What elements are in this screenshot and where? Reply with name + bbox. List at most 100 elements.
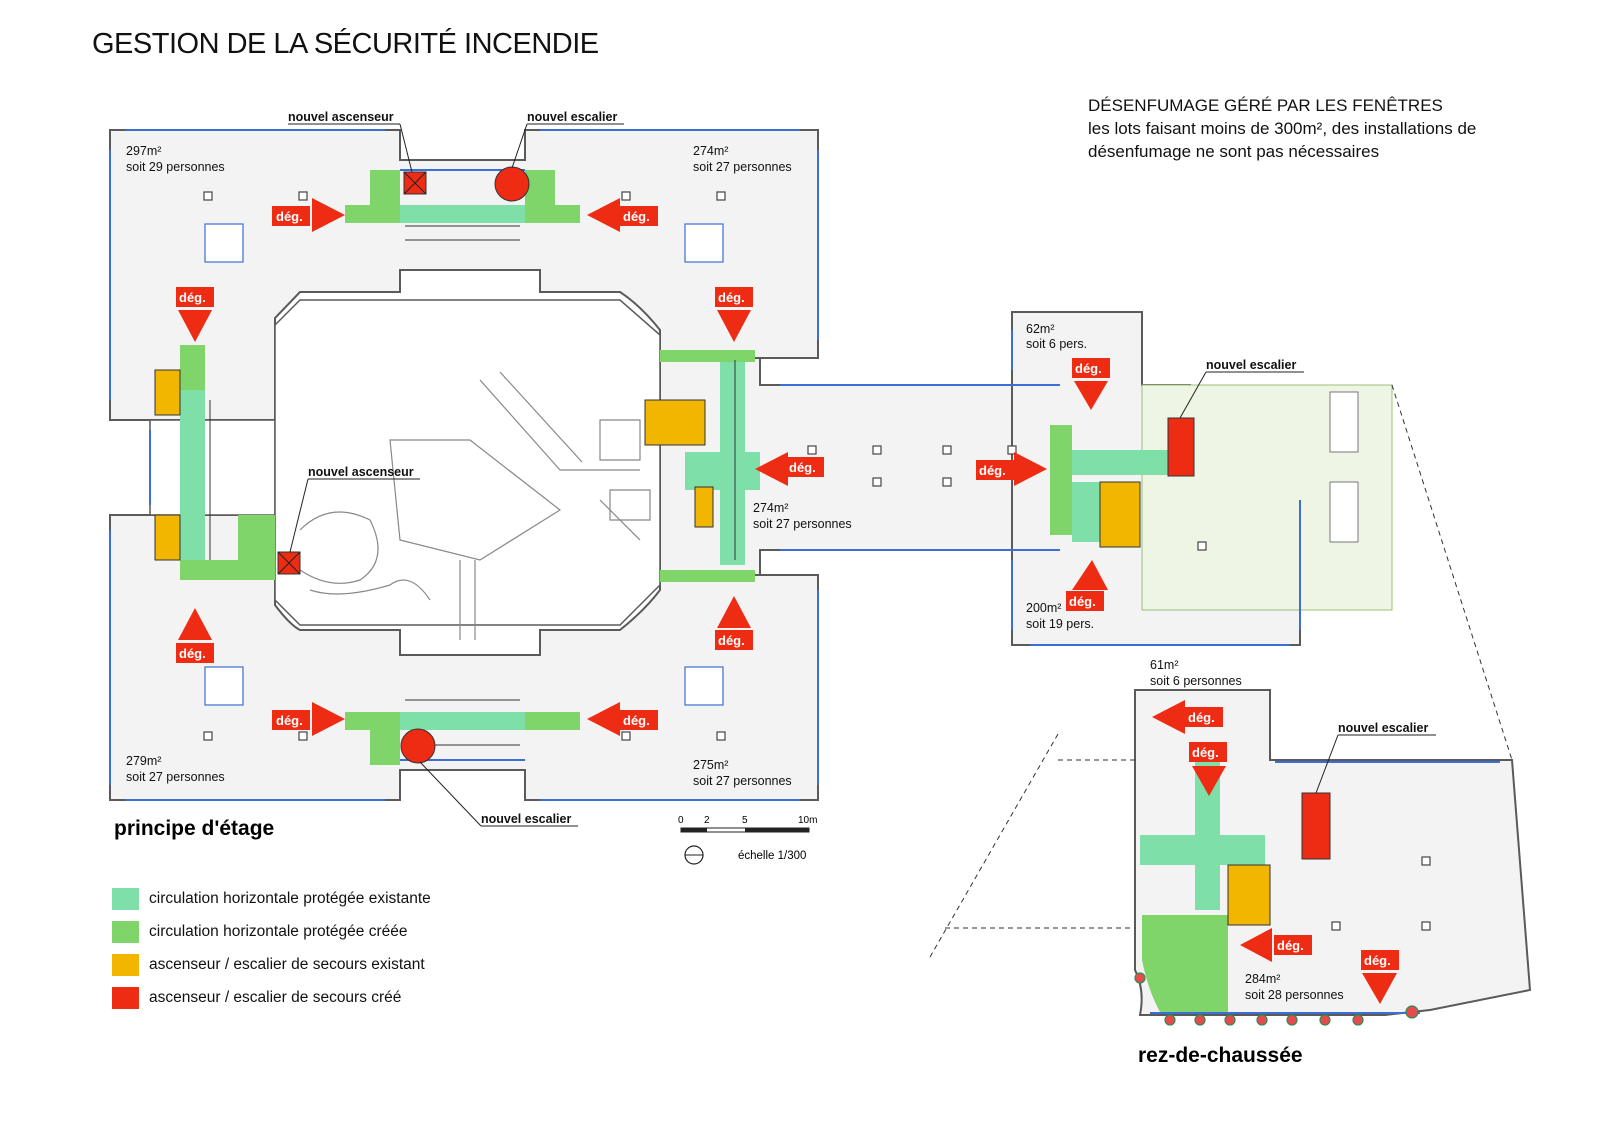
- columns: [203, 191, 1207, 741]
- deg-marker-3: dég.: [176, 287, 214, 342]
- people-label-nw: soit 29 personnes: [126, 160, 225, 174]
- deg-label-1: dég.: [276, 209, 303, 224]
- ground-created-circulation: [1142, 915, 1228, 1012]
- deg-marker-8: dég.: [1066, 560, 1108, 611]
- new-elevator-leader-mid: [289, 478, 309, 553]
- scale-tick-0: 0: [678, 815, 684, 826]
- planters: [1134, 972, 1419, 1026]
- windows: [109, 129, 1301, 801]
- upper-floor-title: principe d'étage: [114, 817, 274, 840]
- deg-label-16: dég.: [1364, 953, 1391, 968]
- scale-tick-10: 10m: [798, 815, 817, 826]
- new-stair-label-bottom: nouvel escalier: [481, 812, 571, 826]
- deg-label-10: dég.: [718, 633, 745, 648]
- scale-label: échelle 1/300: [738, 850, 806, 862]
- ground-existing-stair: [1227, 864, 1271, 926]
- note-line-1: DÉSENFUMAGE GÉRÉ PAR LES FENÊTRES: [1088, 96, 1443, 115]
- deg-marker-10: dég.: [715, 596, 753, 650]
- perspective-line-1: [929, 733, 1059, 958]
- people-label-east-large: soit 19 pers.: [1026, 617, 1094, 631]
- area-label-center: 274m²: [753, 501, 788, 515]
- note-line-2: les lots faisant moins de 300m², des ins…: [1088, 119, 1477, 138]
- people-label-rdc-small: soit 6 personnes: [1150, 674, 1242, 688]
- deg-marker-9: dég.: [176, 608, 214, 663]
- legend-label: ascenseur / escalier de secours créé: [149, 988, 402, 1006]
- ground-windows: [1150, 761, 1500, 1014]
- ground-existing-circulation: [1140, 760, 1265, 910]
- legend-item-existing-circulation: circulation horizontale protégée existan…: [112, 882, 431, 915]
- new-stair-leader-east: [1179, 371, 1207, 419]
- deg-label-7: dég.: [1075, 361, 1102, 376]
- deg-label-15: dég.: [1277, 938, 1304, 953]
- deg-marker-13: dég.: [1152, 700, 1223, 734]
- new-stair-leader-rdc: [1315, 734, 1339, 794]
- deg-marker-6: dég.: [976, 452, 1047, 486]
- people-label-se: soit 27 personnes: [693, 774, 792, 788]
- elevator-marks: [277, 171, 427, 575]
- new-stair-label-east: nouvel escalier: [1206, 358, 1296, 372]
- page-title: GESTION DE LA SÉCURITÉ INCENDIE: [92, 28, 599, 60]
- people-label-rdc-large: soit 28 personnes: [1245, 988, 1344, 1002]
- legend-swatch: [112, 920, 139, 943]
- people-label-sw: soit 27 personnes: [126, 770, 225, 784]
- deg-label-9: dég.: [179, 646, 206, 661]
- courtyard: [274, 299, 661, 626]
- existing-circulation: [180, 205, 1192, 730]
- deg-label-6: dég.: [979, 463, 1006, 478]
- legend-item-created-circulation: circulation horizontale protégée créée: [112, 915, 431, 948]
- people-label-center: soit 27 personnes: [753, 517, 852, 531]
- left-wing-connector: [149, 419, 276, 516]
- new-stair-label-top: nouvel escalier: [527, 110, 617, 124]
- new-elevator-label-top: nouvel ascenseur: [288, 110, 394, 124]
- area-label-east-large: 200m²: [1026, 601, 1061, 615]
- deg-marker-11: dég.: [272, 702, 345, 736]
- area-label-nw: 297m²: [126, 144, 161, 158]
- scale-bar: 0 2 5 10m échelle 1/300: [678, 815, 817, 865]
- deg-label-14: dég.: [1192, 745, 1219, 760]
- deg-marker-2: dég.: [587, 198, 658, 232]
- smoke-extraction-note: DÉSENFUMAGE GÉRÉ PAR LES FENÊTRES les lo…: [1088, 94, 1476, 163]
- legend-swatch: [112, 887, 139, 910]
- scale-tick-5: 5: [742, 815, 748, 826]
- area-label-east-small: 62m²: [1026, 322, 1054, 336]
- legend-label: circulation horizontale protégée existan…: [149, 889, 431, 907]
- legend-item-existing-stair: ascenseur / escalier de secours existant: [112, 948, 431, 981]
- created-circulation: [180, 170, 1072, 765]
- new-stair-leader-bottom: [419, 761, 482, 827]
- skylight-2: [1329, 481, 1359, 543]
- deg-label-13: dég.: [1188, 710, 1215, 725]
- deg-label-4: dég.: [718, 290, 745, 305]
- ground-created-stair: [1301, 792, 1331, 860]
- ground-floor-title: rez-de-chaussée: [1138, 1044, 1303, 1067]
- ground-columns: [1331, 856, 1431, 931]
- new-stair-leader-top: [511, 123, 528, 169]
- legend-label: circulation horizontale protégée créée: [149, 922, 408, 940]
- area-label-rdc-small: 61m²: [1150, 658, 1178, 672]
- people-label-east-small: soit 6 pers.: [1026, 337, 1087, 351]
- deg-label-3: dég.: [179, 290, 206, 305]
- legend-label: ascenseur / escalier de secours existant: [149, 955, 425, 973]
- sanitary-blocks: [204, 223, 724, 706]
- deg-marker-12: dég.: [587, 702, 658, 736]
- new-stair-label-rdc: nouvel escalier: [1338, 721, 1428, 735]
- legend-item-created-stair: ascenseur / escalier de secours créé: [112, 981, 431, 1014]
- courtyard-structures: [299, 371, 651, 640]
- scale-tick-2: 2: [704, 815, 710, 826]
- deg-marker-16: dég.: [1361, 950, 1399, 1004]
- area-label-ne: 274m²: [693, 144, 728, 158]
- legend-swatch: [112, 986, 139, 1009]
- deg-label-2: dég.: [623, 209, 650, 224]
- new-elevator-leader-top: [399, 123, 413, 173]
- people-label-ne: soit 27 personnes: [693, 160, 792, 174]
- deg-marker-7: dég.: [1072, 358, 1110, 410]
- area-label-se: 275m²: [693, 758, 728, 772]
- area-label-sw: 279m²: [126, 754, 161, 768]
- deg-label-8: dég.: [1069, 594, 1096, 609]
- legend-swatch: [112, 953, 139, 976]
- deg-label-11: dég.: [276, 713, 303, 728]
- deg-label-12: dég.: [623, 713, 650, 728]
- area-label-rdc-large: 284m²: [1245, 972, 1280, 986]
- deg-marker-4: dég.: [715, 287, 753, 342]
- skylight-1: [1329, 391, 1359, 453]
